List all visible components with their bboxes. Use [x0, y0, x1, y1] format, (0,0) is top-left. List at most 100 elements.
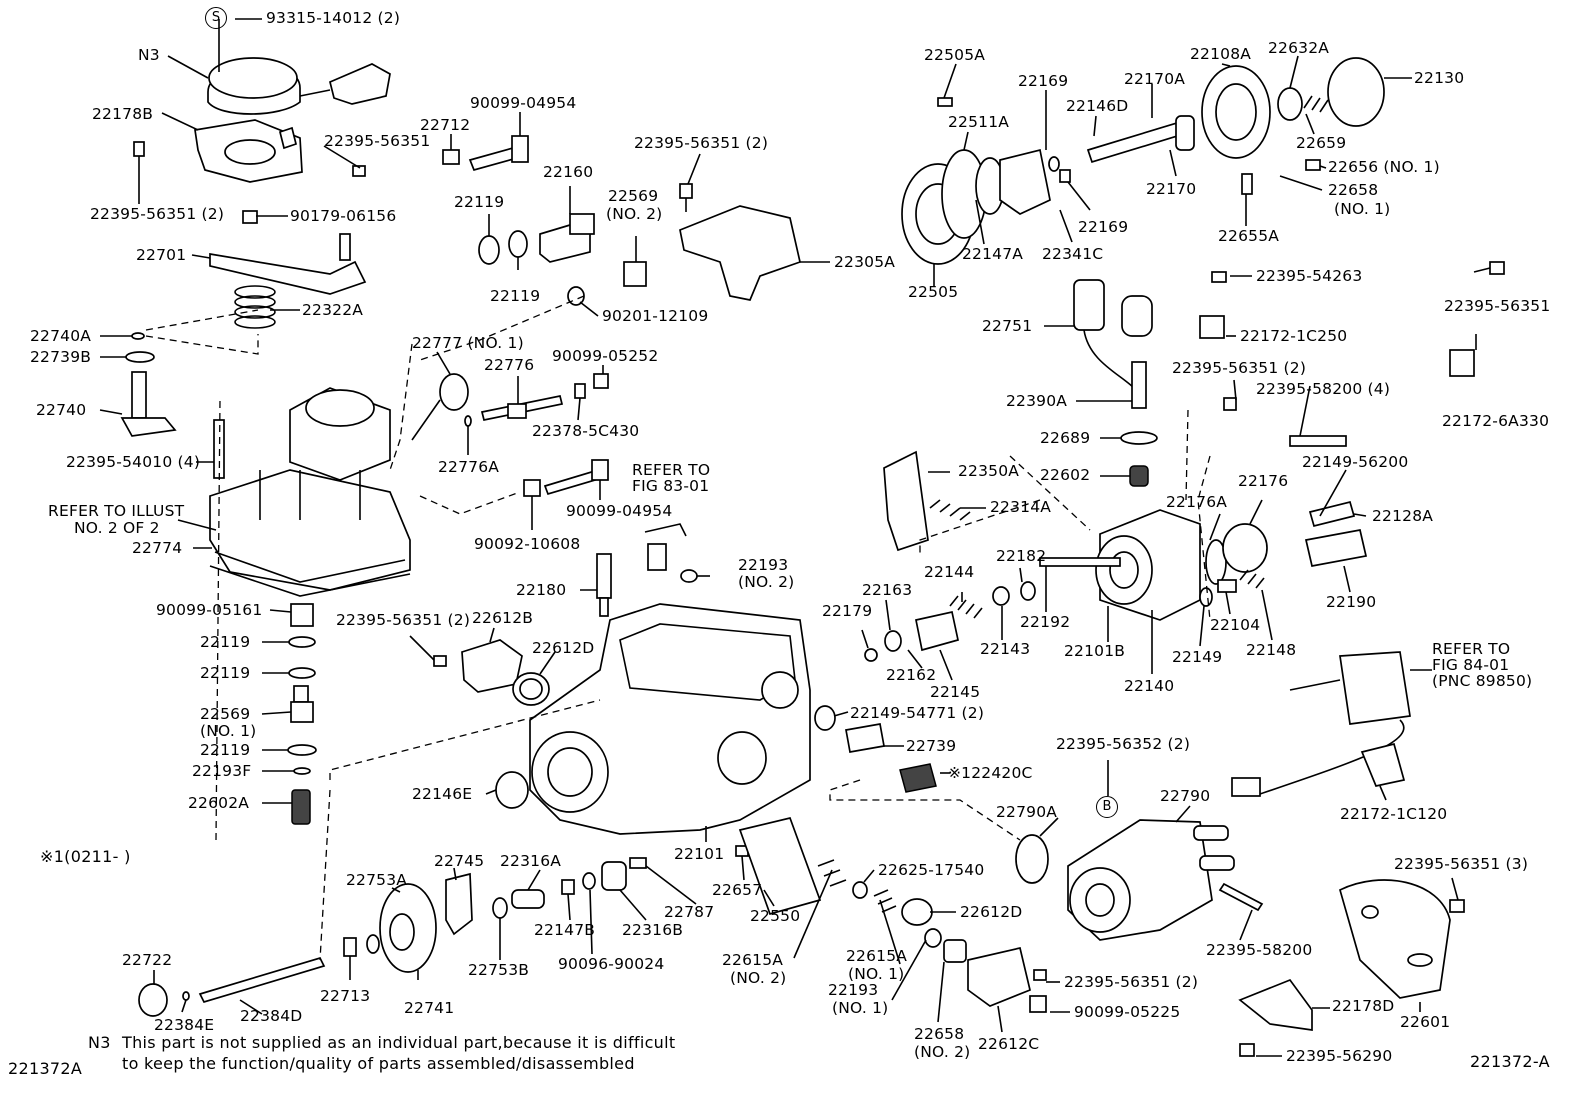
part-label-22147b[interactable]: 22147B	[534, 921, 596, 939]
part-label-22790[interactable]: 22790	[1160, 787, 1211, 805]
part-label-90099-05225[interactable]: 90099-05225	[1074, 1003, 1181, 1021]
part-label-22689[interactable]: 22689	[1040, 429, 1091, 447]
part-label-22395-56351-2[interactable]: 22395-56351 (2)	[90, 205, 225, 223]
part-label-22395-56352-2[interactable]: 22395-56352 (2)	[1056, 735, 1191, 753]
part-label-22140[interactable]: 22140	[1124, 677, 1175, 695]
part-label-22101b[interactable]: 22101B	[1064, 642, 1126, 660]
part-label-22162[interactable]: 22162	[886, 666, 937, 684]
part-label-22128a[interactable]: 22128A	[1372, 507, 1434, 525]
part-label-22149-56200[interactable]: 22149-56200	[1302, 453, 1409, 471]
part-label-22163[interactable]: 22163	[862, 581, 913, 599]
part-label-22569-no2[interactable]: 22569	[608, 187, 659, 205]
part-label-22601[interactable]: 22601	[1400, 1013, 1451, 1031]
part-label-22712[interactable]: 22712	[420, 116, 471, 134]
part-label-22657[interactable]: 22657	[712, 881, 763, 899]
part-label-90092-10608[interactable]: 90092-10608	[474, 535, 581, 553]
part-label-22615a-no2[interactable]: 22615A	[722, 951, 784, 969]
part-label-22145[interactable]: 22145	[930, 683, 981, 701]
part-label-22169[interactable]: 22169	[1078, 218, 1129, 236]
part-label-22149-54771-2[interactable]: 22149-54771 (2)	[850, 704, 985, 722]
part-label-22146e[interactable]: 22146E	[412, 785, 473, 803]
part-label-22505[interactable]: 22505	[908, 283, 959, 301]
part-label-90099-04954[interactable]: 90099-04954	[470, 94, 577, 112]
part-label-22612c[interactable]: 22612C	[978, 1035, 1040, 1053]
part-label-22790a[interactable]: 22790A	[996, 803, 1058, 821]
part-label-22787[interactable]: 22787	[664, 903, 715, 921]
part-label-22777-no1[interactable]: 22777 (NO. 1)	[412, 334, 524, 352]
part-label-122420c[interactable]: ※122420C	[948, 764, 1033, 782]
part-label-22147a[interactable]: 22147A	[962, 245, 1024, 263]
part-label-93315-14012[interactable]: 93315-14012 (2)	[266, 9, 401, 27]
part-label-22753a[interactable]: 22753A	[346, 871, 408, 889]
part-label-22144[interactable]: 22144	[924, 563, 975, 581]
part-label-22178d[interactable]: 22178D	[1332, 997, 1395, 1015]
part-label-22172-1c250[interactable]: 22172-1C250	[1240, 327, 1348, 345]
part-label-22701[interactable]: 22701	[136, 246, 187, 264]
part-label-22180[interactable]: 22180	[516, 581, 567, 599]
part-label-22740[interactable]: 22740	[36, 401, 87, 419]
part-label-22612d[interactable]: 22612D	[960, 903, 1023, 921]
part-label-22395-56351-2[interactable]: 22395-56351 (2)	[1064, 973, 1199, 991]
part-label-22384d[interactable]: 22384D	[240, 1007, 303, 1025]
part-label-22776[interactable]: 22776	[484, 356, 535, 374]
part-label-22658-no2[interactable]: 22658	[914, 1025, 965, 1043]
part-label-22505a[interactable]: 22505A	[924, 46, 986, 64]
part-label-22119[interactable]: 22119	[200, 741, 251, 759]
part-label-22776a[interactable]: 22776A	[438, 458, 500, 476]
part-label-22656-no1[interactable]: 22656 (NO. 1)	[1328, 158, 1440, 176]
part-label-22341c[interactable]: 22341C	[1042, 245, 1104, 263]
part-label-90099-05252[interactable]: 90099-05252	[552, 347, 659, 365]
part-label-22658-no1[interactable]: 22658	[1328, 181, 1379, 199]
part-label-22774[interactable]: 22774	[132, 539, 183, 557]
part-label-22751[interactable]: 22751	[982, 317, 1033, 335]
part-label-22314a[interactable]: 22314A	[990, 498, 1052, 516]
part-label-22130[interactable]: 22130	[1414, 69, 1465, 87]
part-label-22395-58200[interactable]: 22395-58200	[1206, 941, 1313, 959]
part-label-22305a[interactable]: 22305A	[834, 253, 896, 271]
part-label-22550[interactable]: 22550	[750, 907, 801, 925]
part-label-22172-6a330[interactable]: 22172-6A330	[1442, 412, 1550, 430]
part-label-22390a[interactable]: 22390A	[1006, 392, 1068, 410]
part-label-22625-17540[interactable]: 22625-17540	[878, 861, 985, 879]
part-label-22178b[interactable]: 22178B	[92, 105, 154, 123]
part-label-22395-56351-2[interactable]: 22395-56351 (2)	[336, 611, 471, 629]
part-label-22193-no1[interactable]: 22193	[828, 981, 879, 999]
part-label-22170a[interactable]: 22170A	[1124, 70, 1186, 88]
part-label-n3[interactable]: N3	[138, 46, 160, 64]
part-label-22741[interactable]: 22741	[404, 999, 455, 1017]
part-label-22745[interactable]: 22745	[434, 852, 485, 870]
part-label-22659[interactable]: 22659	[1296, 134, 1347, 152]
part-label-22740a[interactable]: 22740A	[30, 327, 92, 345]
part-label-22569-no1[interactable]: 22569	[200, 705, 251, 723]
part-label-22602[interactable]: 22602	[1040, 466, 1091, 484]
part-label-22101[interactable]: 22101	[674, 845, 725, 863]
part-label-22395-56351[interactable]: 22395-56351	[1444, 297, 1551, 315]
part-label-22395-56351-3[interactable]: 22395-56351 (3)	[1394, 855, 1529, 873]
part-label-22119[interactable]: 22119	[490, 287, 541, 305]
part-label-22160[interactable]: 22160	[543, 163, 594, 181]
part-label-22511a[interactable]: 22511A	[948, 113, 1010, 131]
part-label-22722[interactable]: 22722	[122, 951, 173, 969]
part-label-22170[interactable]: 22170	[1146, 180, 1197, 198]
part-label-22182[interactable]: 22182	[996, 547, 1047, 565]
part-label-22169[interactable]: 22169	[1018, 72, 1069, 90]
part-label-22384e[interactable]: 22384E	[154, 1016, 215, 1034]
part-label-22176[interactable]: 22176	[1238, 472, 1289, 490]
part-label-22149[interactable]: 22149	[1172, 648, 1223, 666]
part-label-22632a[interactable]: 22632A	[1268, 39, 1330, 57]
part-label-22350a[interactable]: 22350A	[958, 462, 1020, 480]
part-label-22655a[interactable]: 22655A	[1218, 227, 1280, 245]
part-label-22395-54010[interactable]: 22395-54010 (4)	[66, 453, 201, 471]
part-label-22193f[interactable]: 22193F	[192, 762, 252, 780]
part-label-90099-05161[interactable]: 90099-05161	[156, 601, 263, 619]
part-label-22612b[interactable]: 22612B	[472, 609, 534, 627]
part-label-90096-90024[interactable]: 90096-90024	[558, 955, 665, 973]
part-label-22395-56351[interactable]: 22395-56351	[324, 132, 431, 150]
part-label-22172-1c120[interactable]: 22172-1C120	[1340, 805, 1448, 823]
part-label-22192[interactable]: 22192	[1020, 613, 1071, 631]
part-label-22119[interactable]: 22119	[454, 193, 505, 211]
part-label-22739b[interactable]: 22739B	[30, 348, 92, 366]
part-label-22713[interactable]: 22713	[320, 987, 371, 1005]
part-label-22179[interactable]: 22179	[822, 602, 873, 620]
part-label-22322a[interactable]: 22322A	[302, 301, 364, 319]
